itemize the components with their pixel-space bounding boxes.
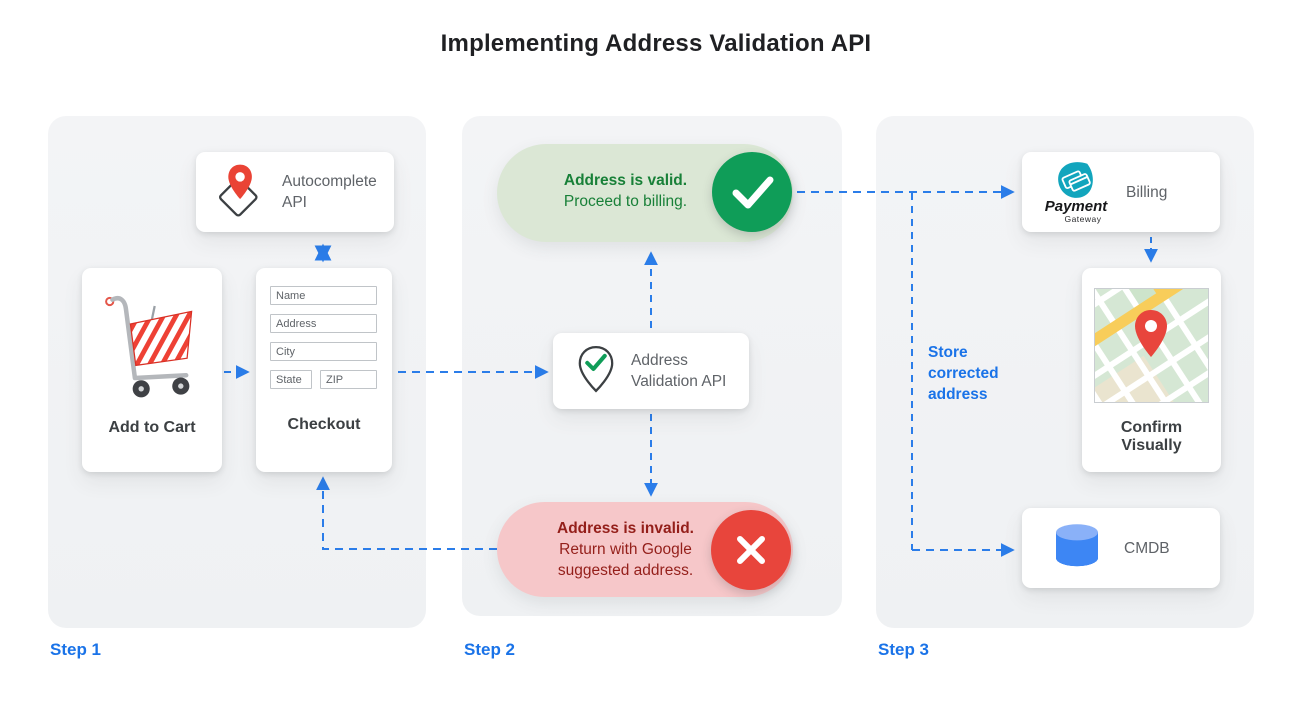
check-circle-icon xyxy=(712,152,792,232)
address-validation-api-label: Address Validation API xyxy=(631,352,727,390)
autocomplete-api-card: Autocomplete API xyxy=(196,152,394,232)
address-valid-subtitle: Proceed to billing. xyxy=(563,193,688,210)
page-title: Implementing Address Validation API xyxy=(440,30,872,57)
address-invalid-pill: Address is invalid. Return with Google s… xyxy=(497,502,793,597)
cmdb-card: CMDB xyxy=(1022,508,1220,588)
confirm-visually-label: Confirm Visually xyxy=(1120,419,1183,454)
database-icon xyxy=(1048,521,1106,576)
store-corrected-address-note: Store corrected address xyxy=(928,344,999,403)
map-pin-diamond-icon xyxy=(212,161,270,224)
address-invalid-text: Address is invalid. Return with Google s… xyxy=(533,518,718,581)
state-input[interactable] xyxy=(270,370,312,389)
map-thumbnail xyxy=(1002,190,1308,499)
city-input[interactable] xyxy=(270,342,377,361)
checkout-card: Checkout xyxy=(256,268,392,472)
cmdb-label: CMDB xyxy=(1124,539,1170,557)
address-valid-pill: Address is valid. Proceed to billing. xyxy=(497,144,793,242)
address-validation-api-card: Address Validation API xyxy=(553,333,749,409)
confirm-visually-card: Confirm Visually xyxy=(1002,190,1308,499)
step-2-label: Step 2 xyxy=(464,640,516,659)
add-to-cart-card: Add to Cart xyxy=(82,268,222,472)
x-circle-icon xyxy=(711,510,791,590)
step-1-label: Step 1 xyxy=(50,640,102,659)
address-valid-title: Address is valid. xyxy=(563,172,688,189)
name-input[interactable] xyxy=(270,286,377,305)
billing-card: Payment Gateway Billing xyxy=(1022,152,1220,232)
billing-label: Billing xyxy=(1126,183,1168,201)
address-valid-text: Address is valid. Proceed to billing. xyxy=(533,170,718,212)
checkout-label: Checkout xyxy=(287,416,361,433)
step-3-label: Step 3 xyxy=(878,640,930,659)
map-pin-check-icon xyxy=(575,343,617,400)
payment-logo-subtitle: Gateway xyxy=(1064,214,1102,224)
payment-logo-title: Payment xyxy=(1044,198,1108,215)
shopping-cart-icon xyxy=(98,290,206,417)
address-invalid-subtitle: Return with Google suggested address. xyxy=(557,541,694,579)
add-to-cart-label: Add to Cart xyxy=(108,419,196,436)
zip-input[interactable] xyxy=(320,370,377,389)
payment-gateway-logo: Payment Gateway xyxy=(1040,160,1112,224)
address-input[interactable] xyxy=(270,314,377,333)
address-invalid-title: Address is invalid. xyxy=(557,520,694,537)
autocomplete-api-label: Autocomplete API xyxy=(282,173,377,211)
